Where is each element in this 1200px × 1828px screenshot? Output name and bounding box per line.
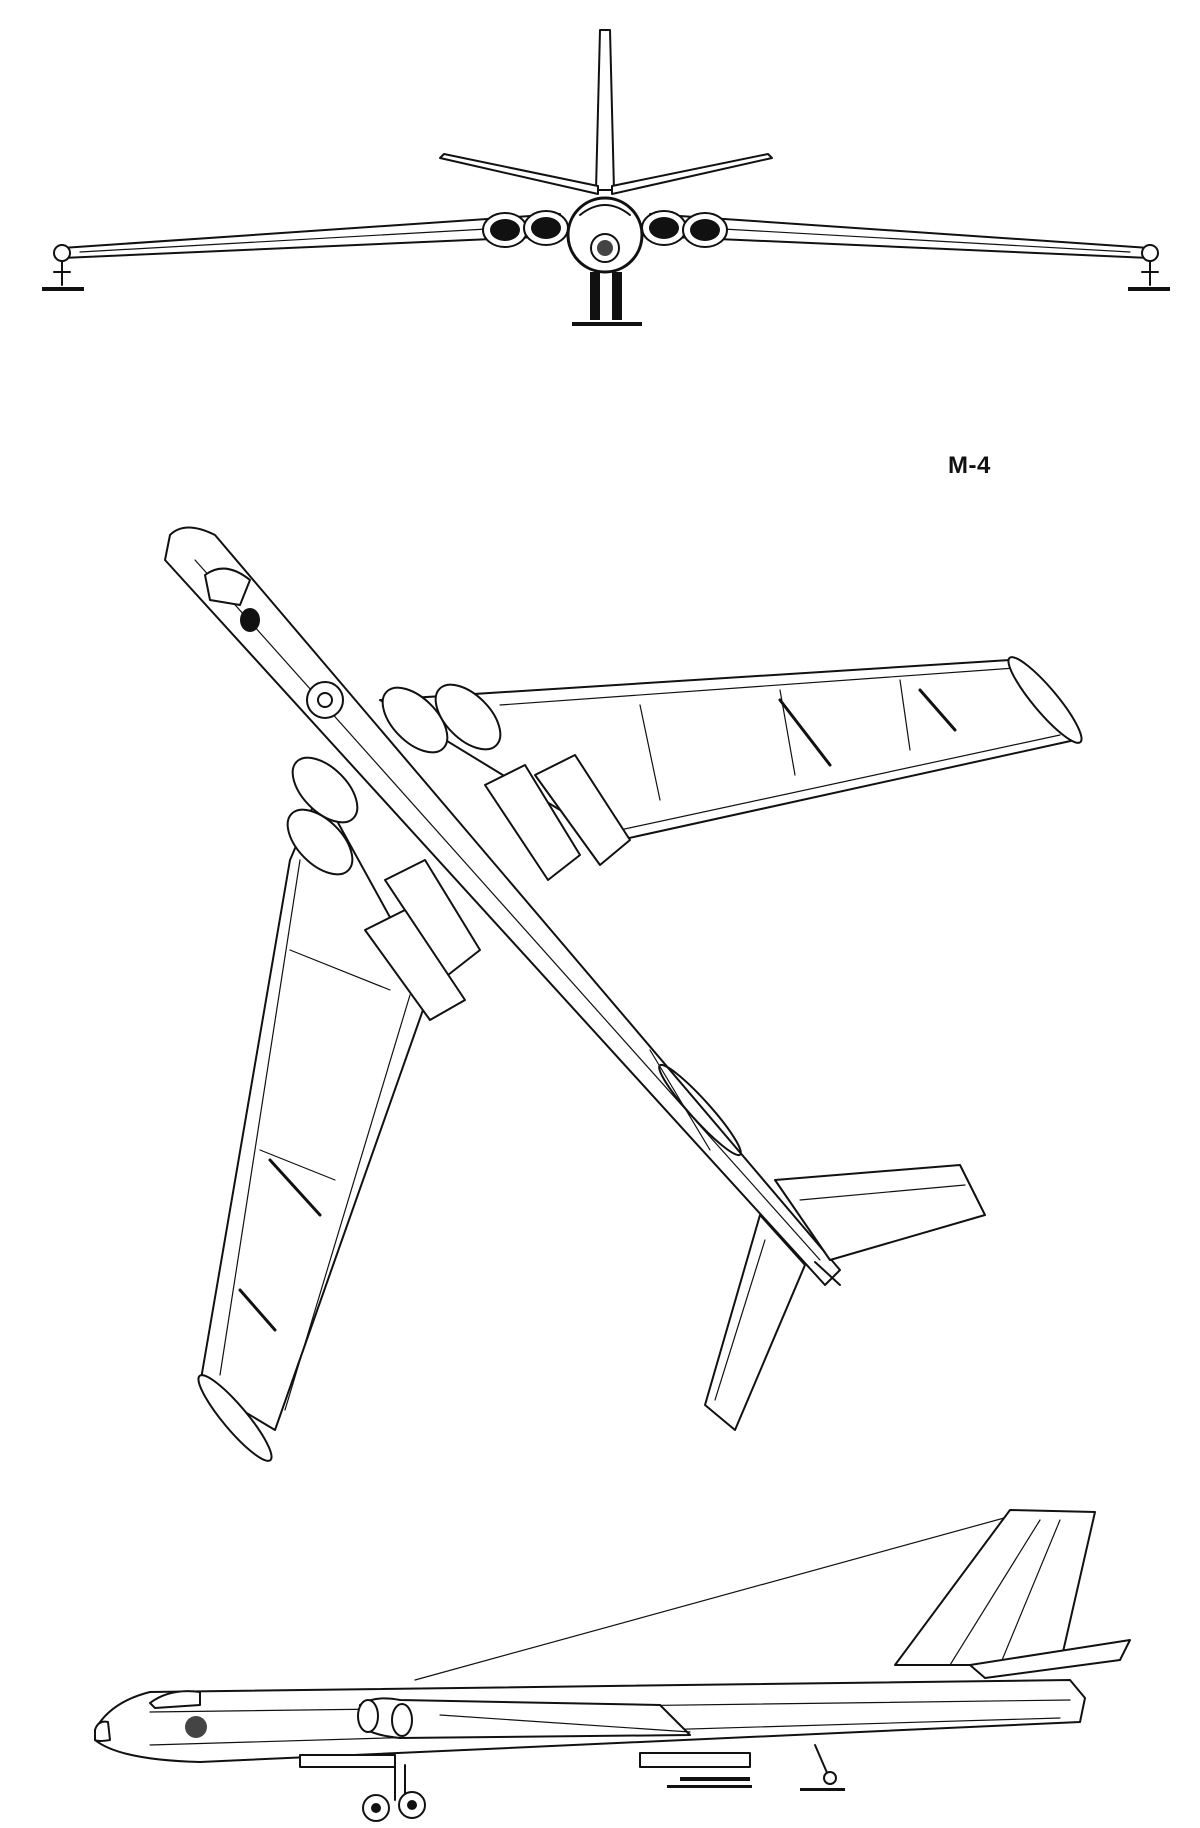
front-left-stabilizer [439, 153, 599, 195]
side-tail-fin [894, 1509, 1096, 1666]
plan-fuselage [164, 526, 841, 1286]
front-right-stabilizer [611, 153, 773, 195]
plan-left-stabilizer [704, 1214, 806, 1431]
plan-right-engines [381, 683, 631, 881]
side-view [94, 1509, 1131, 1822]
side-nose [94, 1720, 111, 1742]
plan-right-wingtip-pod [1007, 656, 1083, 744]
plan-right-stabilizer [774, 1164, 986, 1261]
plan-left-engines [286, 756, 481, 1021]
front-left-wingtip-pod [53, 244, 71, 262]
front-tail-fin [595, 29, 615, 191]
side-stabilizer [969, 1639, 1131, 1679]
front-right-wingtip-pod [1141, 244, 1159, 262]
diagram-label: M-4 [948, 452, 991, 479]
side-engines [357, 1697, 691, 1739]
plan-view [164, 526, 1083, 1462]
side-main-gear [299, 1752, 752, 1822]
front-engine-intakes [482, 210, 728, 248]
side-cockpit [149, 1690, 201, 1709]
front-view [42, 29, 1170, 326]
plan-cockpit [204, 567, 251, 606]
plan-left-wingtip-pod [197, 1374, 273, 1462]
